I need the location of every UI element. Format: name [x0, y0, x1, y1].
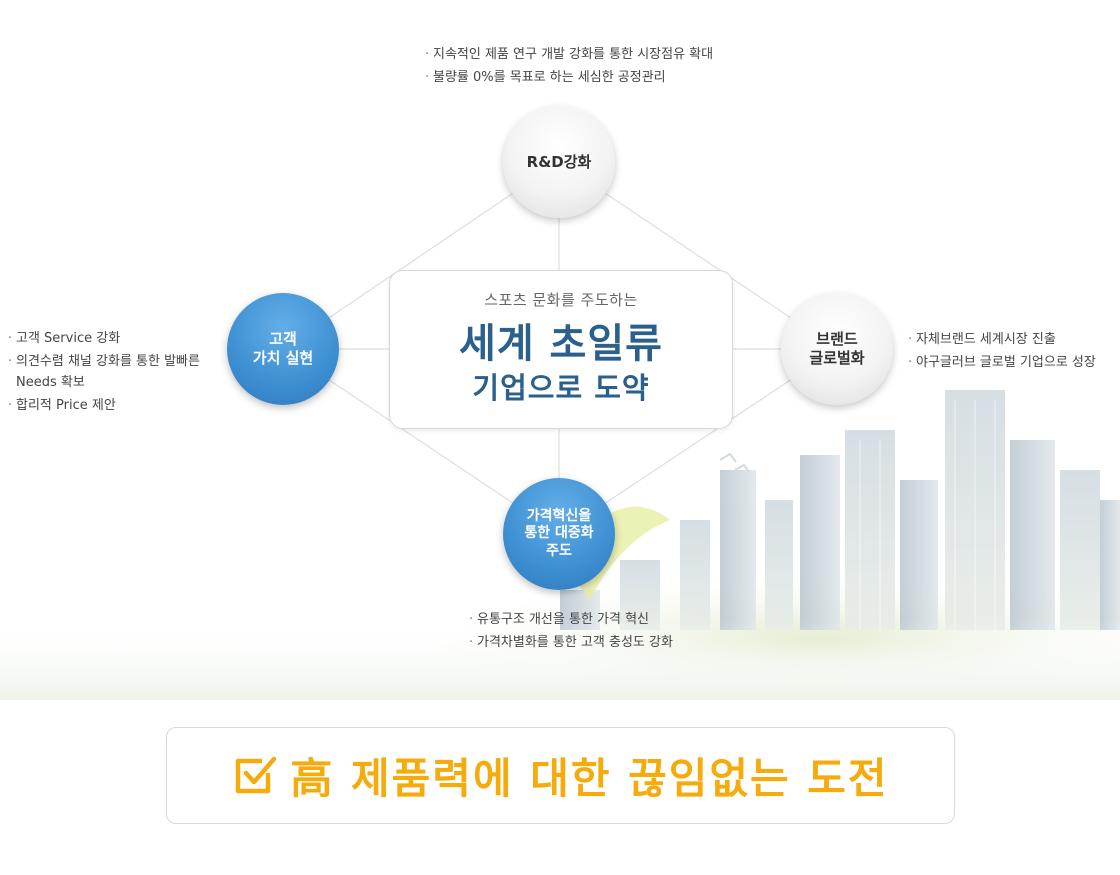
bullet-item: 의견수렴 채널 강화를 통한 발빠른 Needs 확보	[8, 351, 223, 393]
bullets-rd: 지속적인 제품 연구 개발 강화를 통한 시장점유 확대 불량률 0%를 목표로…	[425, 43, 713, 89]
node-customer-label: 고객 가치 실현	[252, 330, 314, 367]
bullet-item: 합리적 Price 제안	[8, 395, 223, 416]
node-customer-value: 고객 가치 실현	[227, 293, 339, 405]
node-price-label: 가격혁신을 통한 대중화 주도	[524, 507, 594, 559]
bullet-item: 자체브랜드 세계시장 진출	[908, 328, 1096, 351]
node-rd-label: R&D강화	[526, 152, 592, 171]
challenge-banner: 高 제품력에 대한 끊임없는 도전	[166, 727, 955, 824]
node-rd: R&D강화	[503, 106, 615, 218]
node-brand-label: 브랜드 글로벌화	[809, 330, 865, 367]
check-box-icon	[236, 756, 277, 793]
bullet-item: 야구글러브 글로벌 기업으로 성장	[908, 351, 1096, 374]
bullet-item: 유통구조 개선을 통한 가격 혁신	[469, 608, 673, 631]
bullet-item: 지속적인 제품 연구 개발 강화를 통한 시장점유 확대	[425, 43, 713, 66]
bullet-item: 불량률 0%를 목표로 하는 세심한 공정관리	[425, 66, 713, 89]
banner-text: 高 제품력에 대한 끊임없는 도전	[290, 754, 889, 803]
center-vision-box: 스포츠 문화를 주도하는 세계 초일류 기업으로 도약	[389, 270, 733, 429]
node-brand-globalization: 브랜드 글로벌화	[781, 293, 893, 405]
bullet-item: 고객 Service 강화	[8, 328, 223, 349]
bullets-customer: 고객 Service 강화 의견수렴 채널 강화를 통한 발빠른 Needs 확…	[8, 328, 223, 418]
center-subtitle: 스포츠 문화를 주도하는	[484, 291, 638, 309]
bullets-price: 유통구조 개선을 통한 가격 혁신 가격차별화를 통한 고객 충성도 강화	[469, 608, 673, 654]
node-price-innovation: 가격혁신을 통한 대중화 주도	[503, 478, 615, 590]
center-title-line2: 기업으로 도약	[472, 371, 650, 405]
center-title-line1: 세계 초일류	[459, 321, 663, 367]
bullet-item: 가격차별화를 통한 고객 충성도 강화	[469, 631, 673, 654]
bullets-brand: 자체브랜드 세계시장 진출 야구글러브 글로벌 기업으로 성장	[908, 328, 1096, 374]
